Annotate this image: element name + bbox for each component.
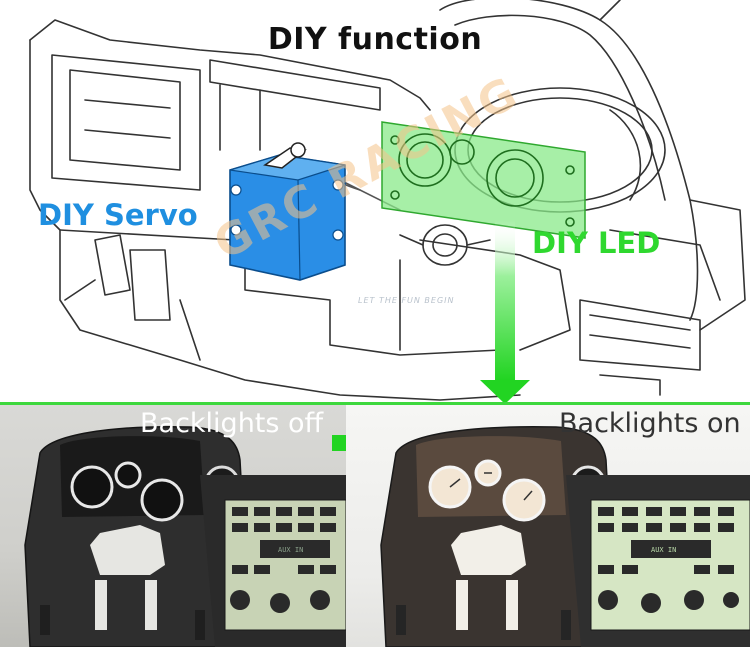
diy-led-label: DIY LED	[532, 226, 661, 260]
brand-tagline: LET THE FUN BEGIN	[358, 296, 455, 305]
arrow-down-icon	[480, 220, 530, 404]
dashboard-on-illustration: AUX IN	[380, 426, 750, 647]
caption-backlights-on: Backlights on	[559, 408, 741, 439]
interior-sketch	[29, 0, 746, 404]
page-title: DIY function	[267, 22, 483, 57]
interior-line-drawing: DIY function DIY Servo DIY LED GRC RACIN…	[29, 0, 746, 404]
aux-in-badge-right: AUX IN	[651, 546, 676, 554]
diy-servo-label: DIY Servo	[38, 198, 198, 232]
photo-backlights-on: AUX IN	[346, 405, 750, 647]
servo-motor	[229, 142, 346, 281]
dashboard-off-illustration: AUX IN	[24, 425, 346, 647]
arrow-right-icon	[332, 435, 346, 451]
section-divider	[0, 402, 750, 405]
aux-in-badge-left: AUX IN	[278, 546, 303, 554]
caption-backlights-off: Backlights off	[140, 408, 324, 439]
photo-backlights-off: AUX IN	[0, 405, 346, 647]
led-gauge-panel	[381, 121, 586, 239]
